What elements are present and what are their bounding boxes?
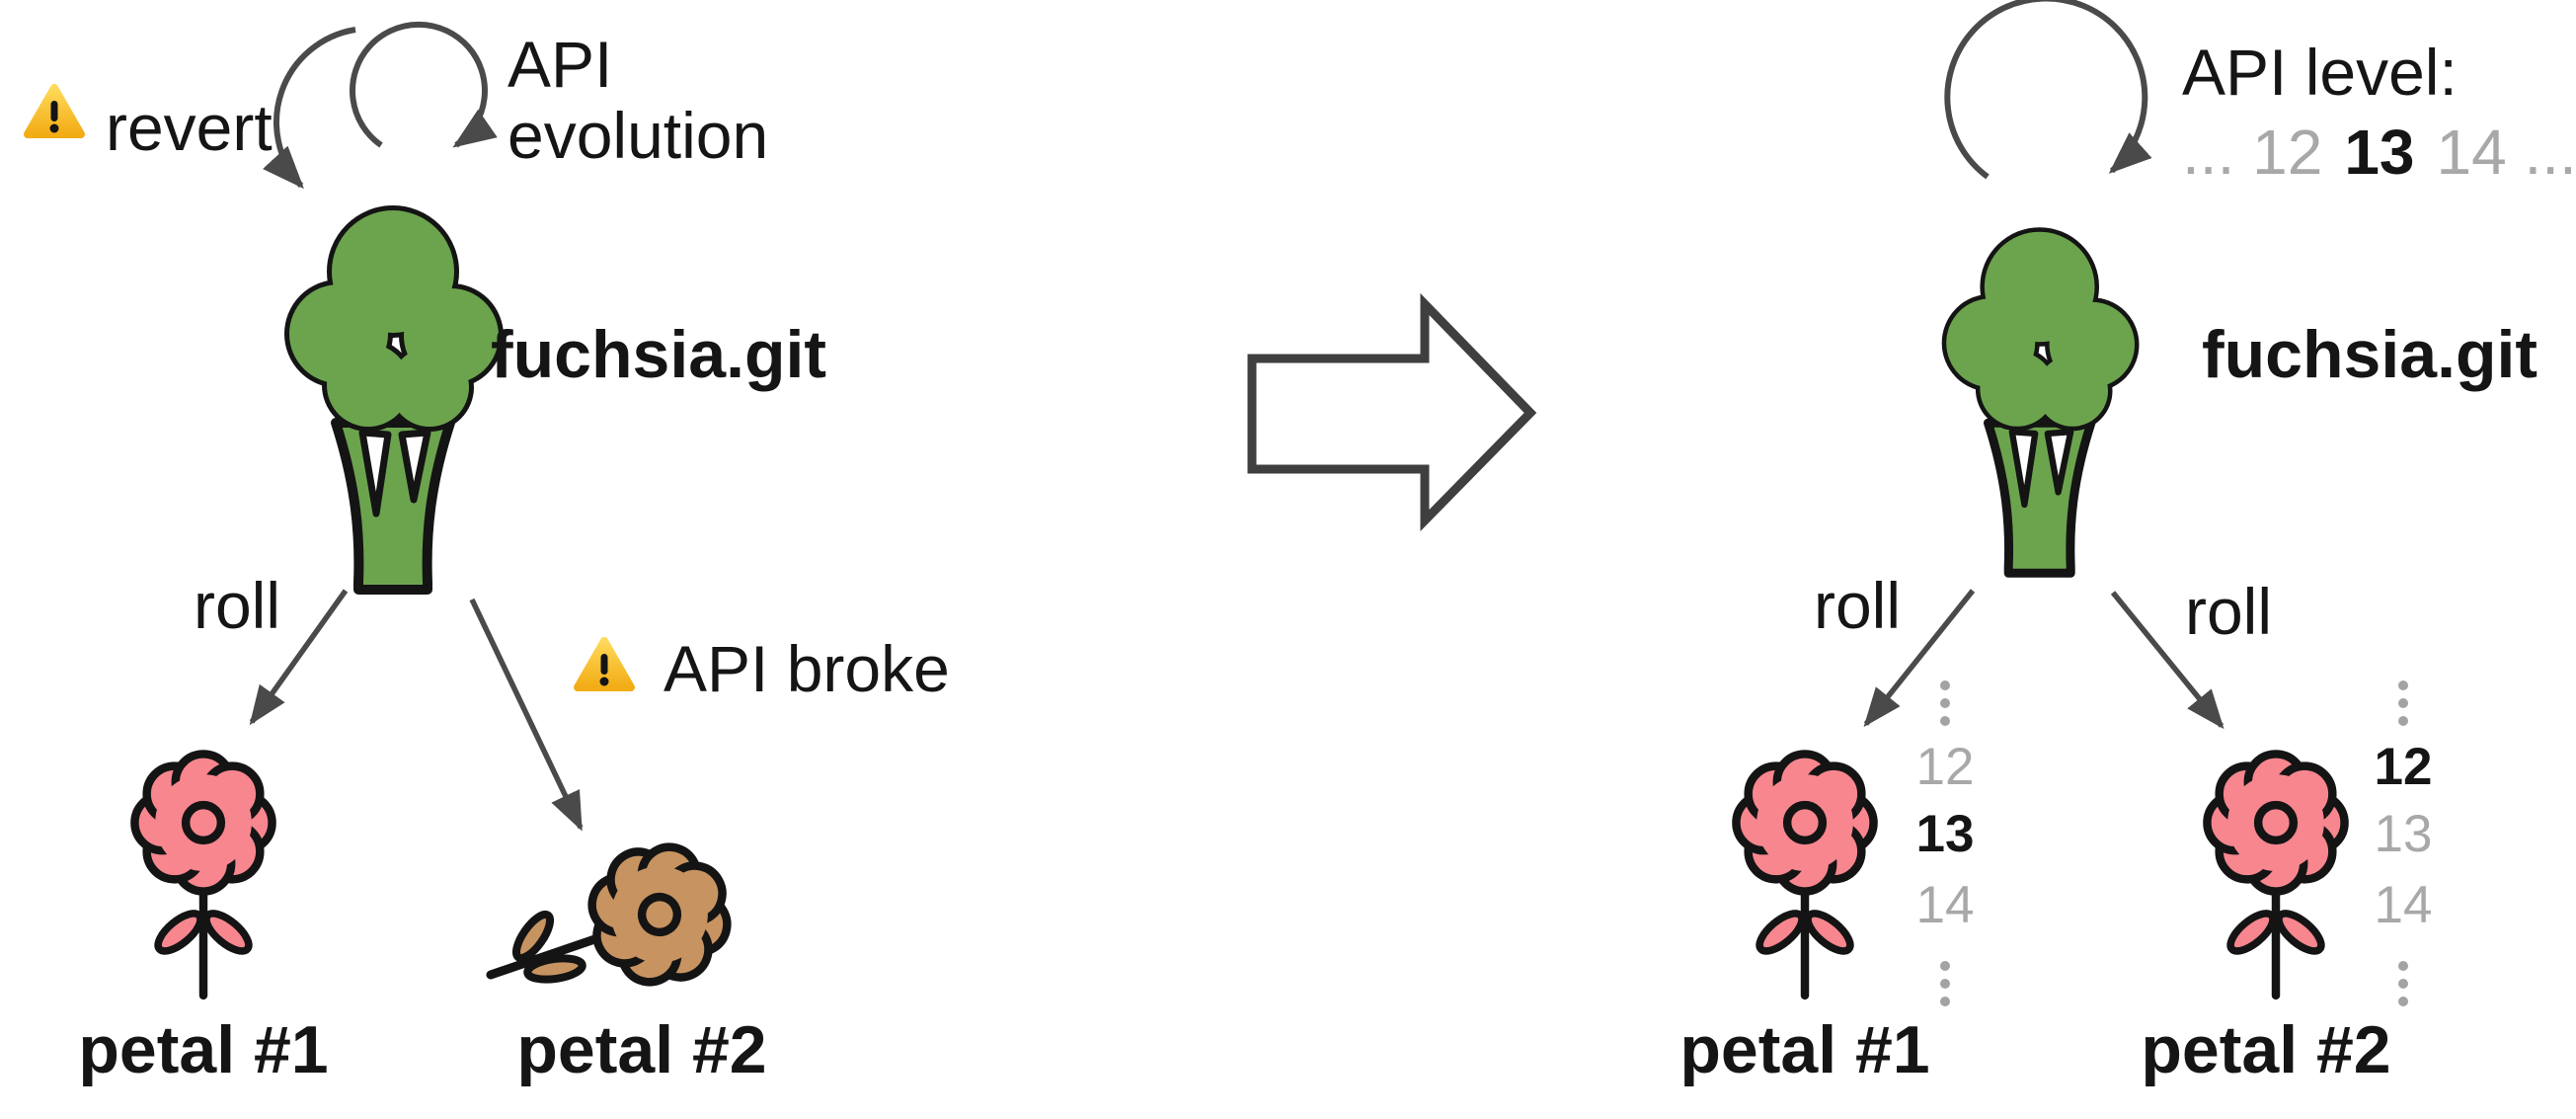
api-level-current: 13 — [2344, 117, 2415, 188]
petal2-level-later: 14 — [2374, 876, 2433, 934]
api-level-before: ... 12 — [2182, 117, 2323, 188]
broccoli-icon-right — [1946, 232, 2135, 574]
petal2-label-left: petal #2 — [516, 1012, 767, 1087]
broken-roll-arrow-left — [469, 598, 584, 832]
api-broke-label: API broke — [664, 632, 950, 705]
api-evolution-label: API evolution — [507, 28, 769, 172]
roll-arrow-left — [249, 589, 349, 726]
warning-icon-revert — [28, 88, 81, 134]
roll-arrow-right-1 — [1863, 589, 1976, 728]
petal2-level-current: 12 — [2374, 738, 2433, 796]
petal1-label-right: petal #1 — [1679, 1012, 1930, 1087]
repo-label-right: fuchsia.git — [2202, 317, 2538, 392]
revert-label: revert — [106, 91, 273, 164]
roll-arrow-right-2 — [2110, 591, 2225, 730]
petal2-level-next: 13 — [2374, 805, 2433, 863]
api-evolution-line2: evolution — [507, 98, 769, 172]
revert-arrow-icon — [263, 27, 356, 190]
api-evolution-loop-icon — [350, 21, 498, 148]
api-level-label: API level: — [2182, 36, 2458, 109]
flower-icon-petal1-left — [134, 754, 272, 995]
roll-label-right-1: roll — [1814, 569, 1902, 642]
petal2-label-right: petal #2 — [2141, 1012, 2391, 1087]
api-level-loop-icon — [1944, 0, 2152, 180]
api-evolution-line1: API — [507, 28, 613, 101]
dots-column-petal1 — [1940, 680, 1950, 1006]
roll-label-right-2: roll — [2185, 575, 2273, 648]
broccoli-icon-left — [289, 210, 499, 590]
flower-icon-petal1-right — [1736, 754, 1873, 995]
transition-arrow-icon — [1247, 292, 1537, 532]
api-level-sequence: ... 12 13 14 ... — [2182, 117, 2576, 188]
flower-icon-petal2-right — [2207, 754, 2344, 995]
warning-icon-api-broke — [578, 641, 631, 687]
petal1-level-next: 14 — [1915, 876, 1975, 934]
petal1-level-prev: 12 — [1915, 738, 1975, 796]
petal1-label-left: petal #1 — [78, 1012, 329, 1087]
roll-label-left: roll — [194, 569, 281, 642]
api-level-after: 14 ... — [2436, 117, 2576, 188]
dots-column-petal2 — [2398, 680, 2408, 1006]
wilted-flower-icon-petal2-left — [486, 832, 742, 999]
repo-label-left: fuchsia.git — [491, 317, 827, 392]
petal1-level-current: 13 — [1915, 805, 1975, 863]
